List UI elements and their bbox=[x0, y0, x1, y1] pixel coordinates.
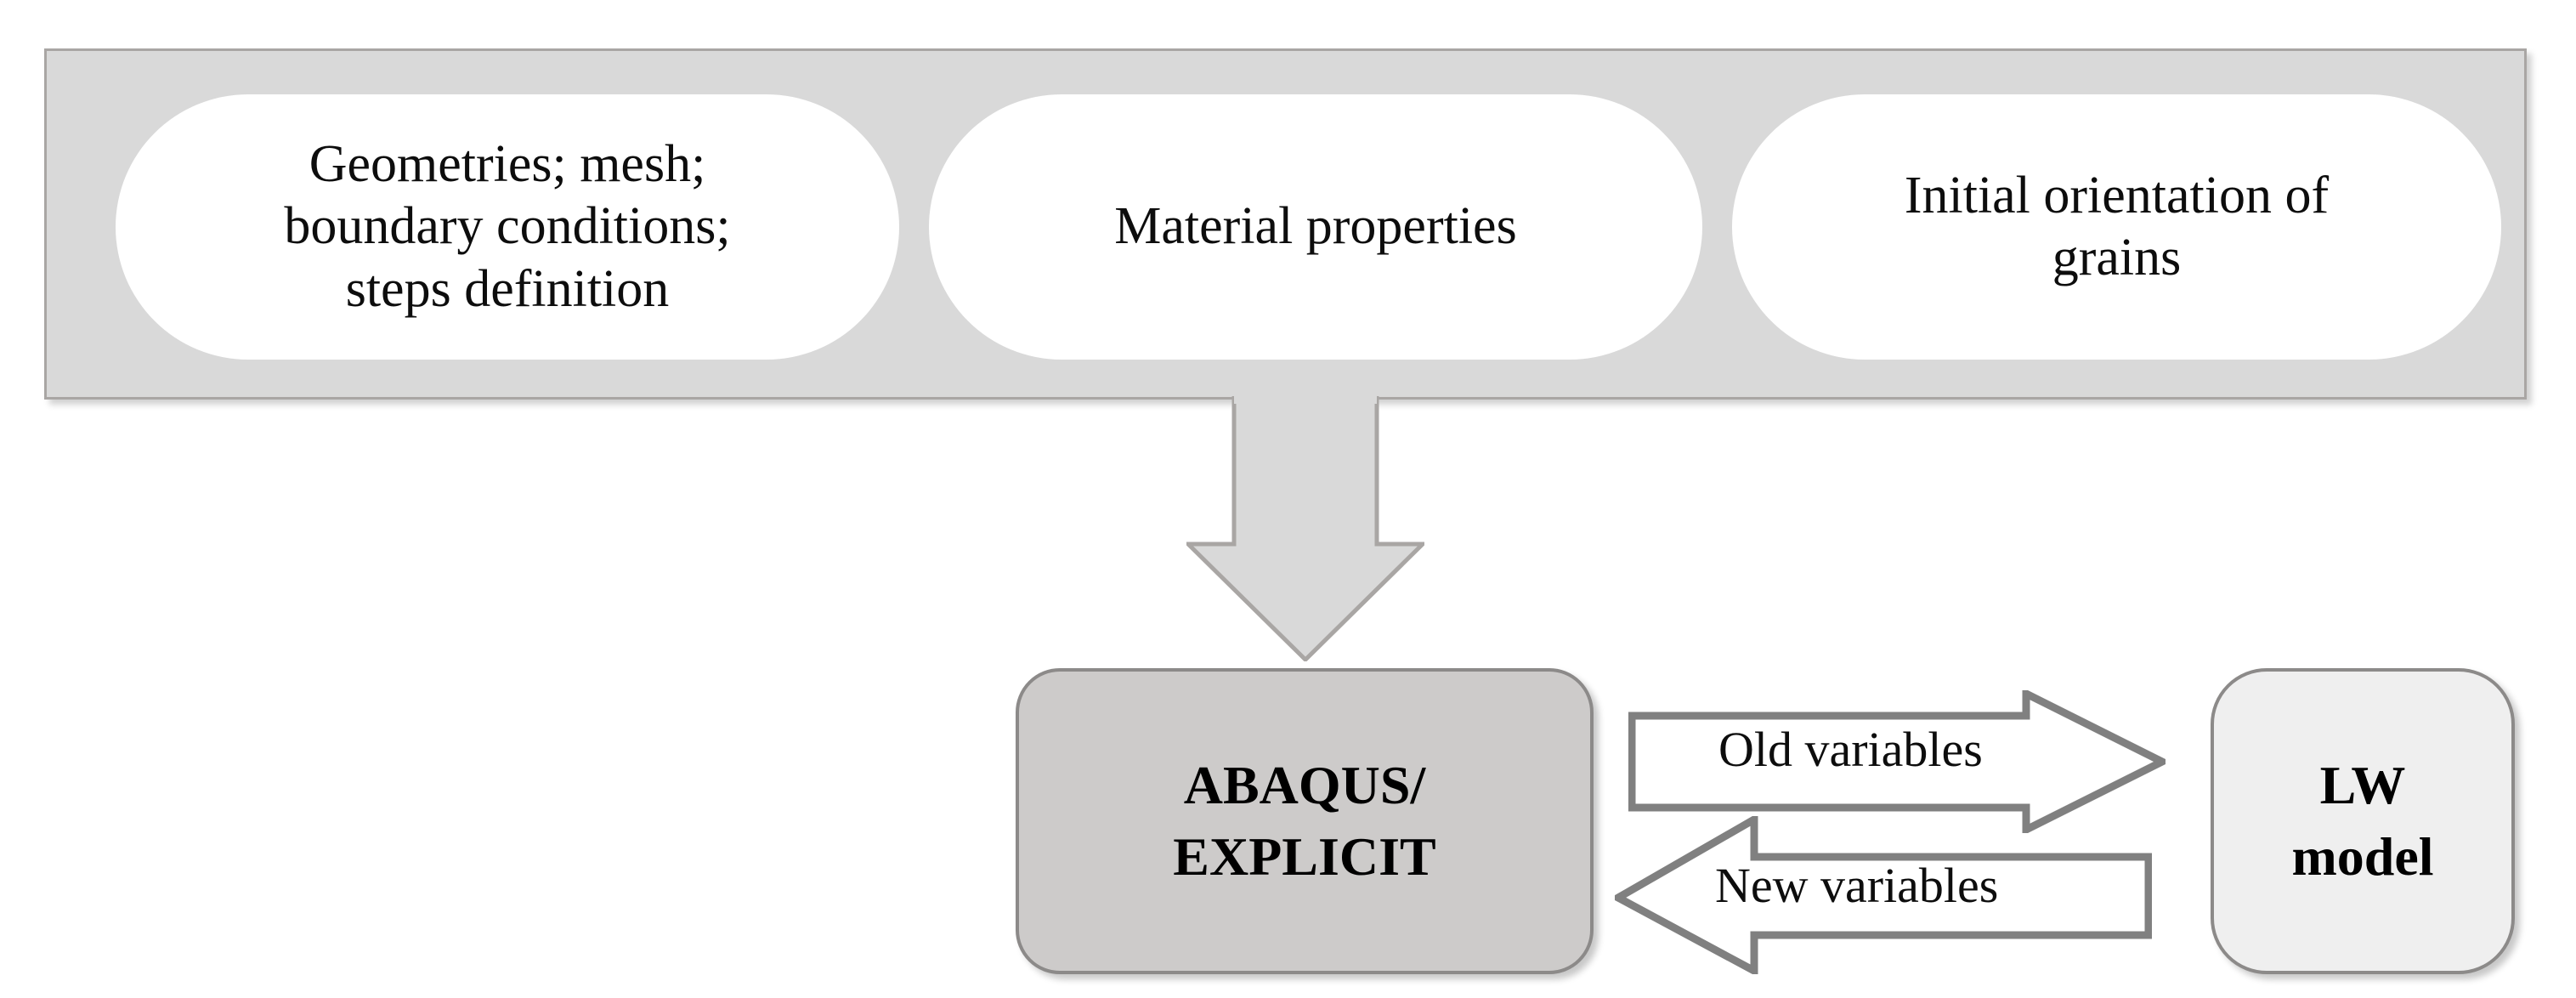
old-variables-label: Old variables bbox=[1718, 722, 1983, 777]
input-pill-geometry-label: Geometries; mesh; boundary conditions; s… bbox=[284, 135, 731, 318]
down-arrow-icon bbox=[1186, 396, 1424, 661]
new-variables-label: New variables bbox=[1715, 858, 1999, 913]
lw-model-box[interactable]: LW model bbox=[2211, 668, 2515, 974]
lw-model-label: LW model bbox=[2291, 754, 2434, 887]
input-pill-geometry[interactable]: Geometries; mesh; boundary conditions; s… bbox=[116, 94, 899, 360]
abaqus-explicit-box[interactable]: ABAQUS/ EXPLICIT bbox=[1016, 668, 1594, 974]
abaqus-explicit-label: ABAQUS/ EXPLICIT bbox=[1173, 754, 1436, 887]
input-pill-orientation-label: Initial orientation of grains bbox=[1904, 166, 2330, 286]
input-pill-orientation[interactable]: Initial orientation of grains bbox=[1732, 94, 2501, 360]
input-pill-material-label: Material properties bbox=[1114, 197, 1517, 256]
new-variables-arrow-icon bbox=[1615, 816, 2152, 974]
inputs-container: Geometries; mesh; boundary conditions; s… bbox=[44, 48, 2527, 400]
input-pill-material[interactable]: Material properties bbox=[929, 94, 1702, 360]
old-variables-arrow-icon bbox=[1628, 690, 2166, 833]
